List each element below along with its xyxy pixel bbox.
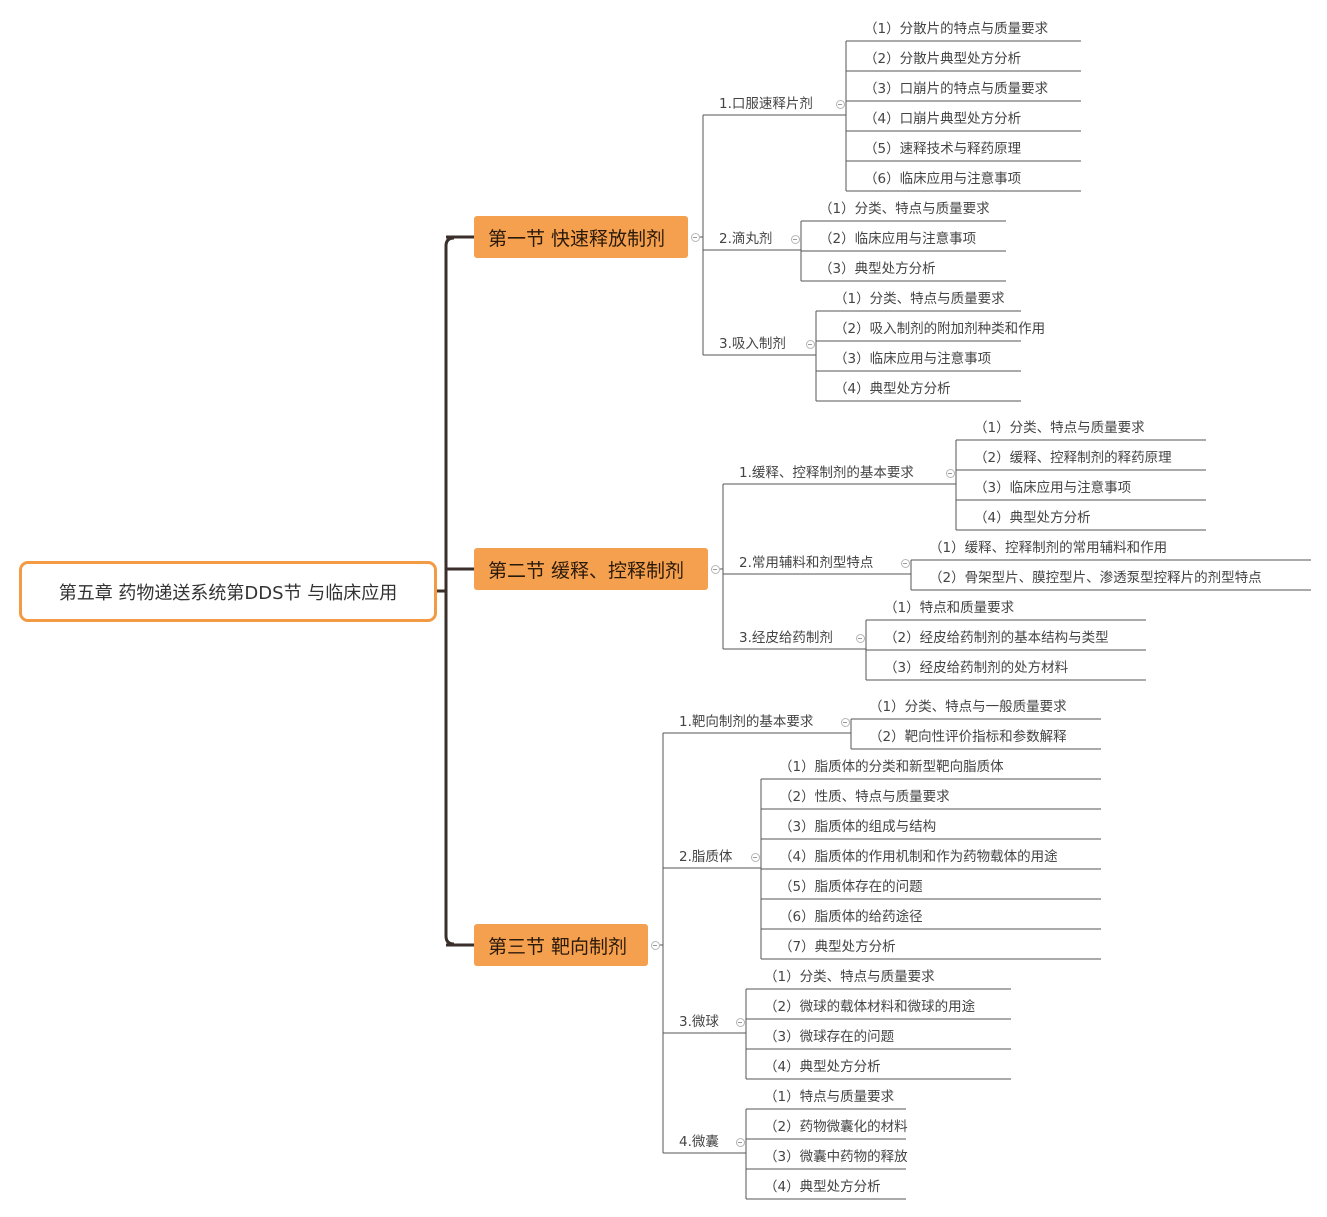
- subitem-label[interactable]: （2）靶向性评价指标和参数解释: [869, 729, 1067, 745]
- section-node-3[interactable]: 第三节 靶向制剂: [474, 924, 648, 966]
- subitem-label[interactable]: （5）速释技术与释药原理: [864, 141, 1022, 157]
- subitem-label[interactable]: （2）吸入制剂的附加剂种类和作用: [834, 321, 1046, 337]
- subitem-label[interactable]: （4）口崩片典型处方分析: [864, 111, 1022, 127]
- subitem-label[interactable]: （7）典型处方分析: [779, 939, 896, 955]
- subitem-label[interactable]: （1）特点和质量要求: [884, 600, 1015, 616]
- subitem-label[interactable]: （3）典型处方分析: [819, 261, 936, 277]
- section-node-1[interactable]: 第一节 快速释放制剂: [474, 216, 688, 258]
- subitem-label[interactable]: （3）微囊中药物的释放: [764, 1149, 908, 1165]
- root-title: 第五章 药物递送系统第DDS节 与临床应用: [58, 582, 398, 604]
- subitem-label[interactable]: （1）分类、特点与一般质量要求: [869, 699, 1067, 715]
- topic-collapse-icon[interactable]: [840, 717, 850, 727]
- topic-collapse-icon[interactable]: [835, 99, 845, 109]
- subitem-label[interactable]: （6）临床应用与注意事项: [864, 171, 1022, 187]
- topic-label[interactable]: 2.脂质体: [679, 849, 733, 865]
- subitem-label[interactable]: （2）药物微囊化的材料: [764, 1119, 908, 1135]
- subitem-label[interactable]: （4）典型处方分析: [834, 381, 951, 397]
- subitem-label[interactable]: （2）骨架型片、膜控型片、渗透泵型控释片的剂型特点: [929, 570, 1262, 586]
- subitem-label[interactable]: （2）缓释、控释制剂的释药原理: [974, 450, 1172, 466]
- subitem-label[interactable]: （4）脂质体的作用机制和作为药物载体的用途: [779, 849, 1058, 865]
- topic-collapse-icon[interactable]: [735, 1137, 745, 1147]
- trunk-line: [444, 236, 455, 946]
- subitem-label[interactable]: （4）典型处方分析: [764, 1059, 881, 1075]
- subitem-label[interactable]: （1）脂质体的分类和新型靶向脂质体: [779, 759, 1004, 775]
- topic-collapse-icon[interactable]: [750, 852, 760, 862]
- subitem-label[interactable]: （1）分类、特点与质量要求: [834, 291, 1005, 307]
- subitem-label[interactable]: （3）临床应用与注意事项: [834, 351, 992, 367]
- topic-label[interactable]: 1.缓释、控释制剂的基本要求: [739, 465, 914, 481]
- subitem-label[interactable]: （3）微球存在的问题: [764, 1029, 895, 1045]
- root-node[interactable]: 第五章 药物递送系统第DDS节 与临床应用: [19, 561, 437, 622]
- topic-label[interactable]: 2.滴丸剂: [719, 231, 773, 247]
- topic-label[interactable]: 1.靶向制剂的基本要求: [679, 714, 814, 730]
- subitem-label[interactable]: （2）经皮给药制剂的基本结构与类型: [884, 630, 1109, 646]
- section-title: 第三节 靶向制剂: [488, 935, 628, 958]
- subitem-label[interactable]: （3）临床应用与注意事项: [974, 480, 1132, 496]
- section-node-2[interactable]: 第二节 缓释、控释制剂: [474, 548, 708, 590]
- topic-collapse-icon[interactable]: [855, 633, 865, 643]
- subitem-label[interactable]: （3）口崩片的特点与质量要求: [864, 81, 1049, 97]
- topic-label[interactable]: 4.微囊: [679, 1134, 719, 1150]
- section-title: 第二节 缓释、控释制剂: [488, 559, 685, 582]
- subitem-label[interactable]: （1）缓释、控释制剂的常用辅料和作用: [929, 540, 1168, 556]
- topic-collapse-icon[interactable]: [805, 339, 815, 349]
- subitem-label[interactable]: （3）脂质体的组成与结构: [779, 819, 937, 835]
- subitem-label[interactable]: （1）特点与质量要求: [764, 1089, 895, 1105]
- topic-label[interactable]: 3.微球: [679, 1014, 719, 1030]
- section-collapse-icon[interactable]: [690, 232, 700, 242]
- subitem-label[interactable]: （4）典型处方分析: [764, 1179, 881, 1195]
- subitem-label[interactable]: （1）分类、特点与质量要求: [974, 420, 1145, 436]
- section-collapse-icon[interactable]: [710, 564, 720, 574]
- subitem-label[interactable]: （1）分类、特点与质量要求: [764, 969, 935, 985]
- subitem-label[interactable]: （1）分散片的特点与质量要求: [864, 21, 1049, 37]
- subitem-label[interactable]: （2）临床应用与注意事项: [819, 231, 977, 247]
- topic-label[interactable]: 1.口服速释片剂: [719, 96, 813, 112]
- topic-collapse-icon[interactable]: [735, 1017, 745, 1027]
- section-collapse-icon[interactable]: [650, 940, 660, 950]
- topic-collapse-icon[interactable]: [900, 558, 910, 568]
- subitem-label[interactable]: （2）分散片典型处方分析: [864, 51, 1022, 67]
- topic-label[interactable]: 3.经皮给药制剂: [739, 630, 833, 646]
- topic-collapse-icon[interactable]: [790, 234, 800, 244]
- topic-label[interactable]: 2.常用辅料和剂型特点: [739, 555, 874, 571]
- subitem-label[interactable]: （2）微球的载体材料和微球的用途: [764, 999, 976, 1015]
- section-title: 第一节 快速释放制剂: [488, 227, 666, 250]
- subitem-label[interactable]: （6）脂质体的给药途径: [779, 909, 923, 925]
- topic-label[interactable]: 3.吸入制剂: [719, 336, 786, 352]
- subitem-label[interactable]: （2）性质、特点与质量要求: [779, 789, 950, 805]
- subitem-label[interactable]: （1）分类、特点与质量要求: [819, 201, 990, 217]
- subitem-label[interactable]: （3）经皮给药制剂的处方材料: [884, 660, 1069, 676]
- topic-collapse-icon[interactable]: [945, 468, 955, 478]
- subitem-label[interactable]: （4）典型处方分析: [974, 510, 1091, 526]
- subitem-label[interactable]: （5）脂质体存在的问题: [779, 879, 923, 895]
